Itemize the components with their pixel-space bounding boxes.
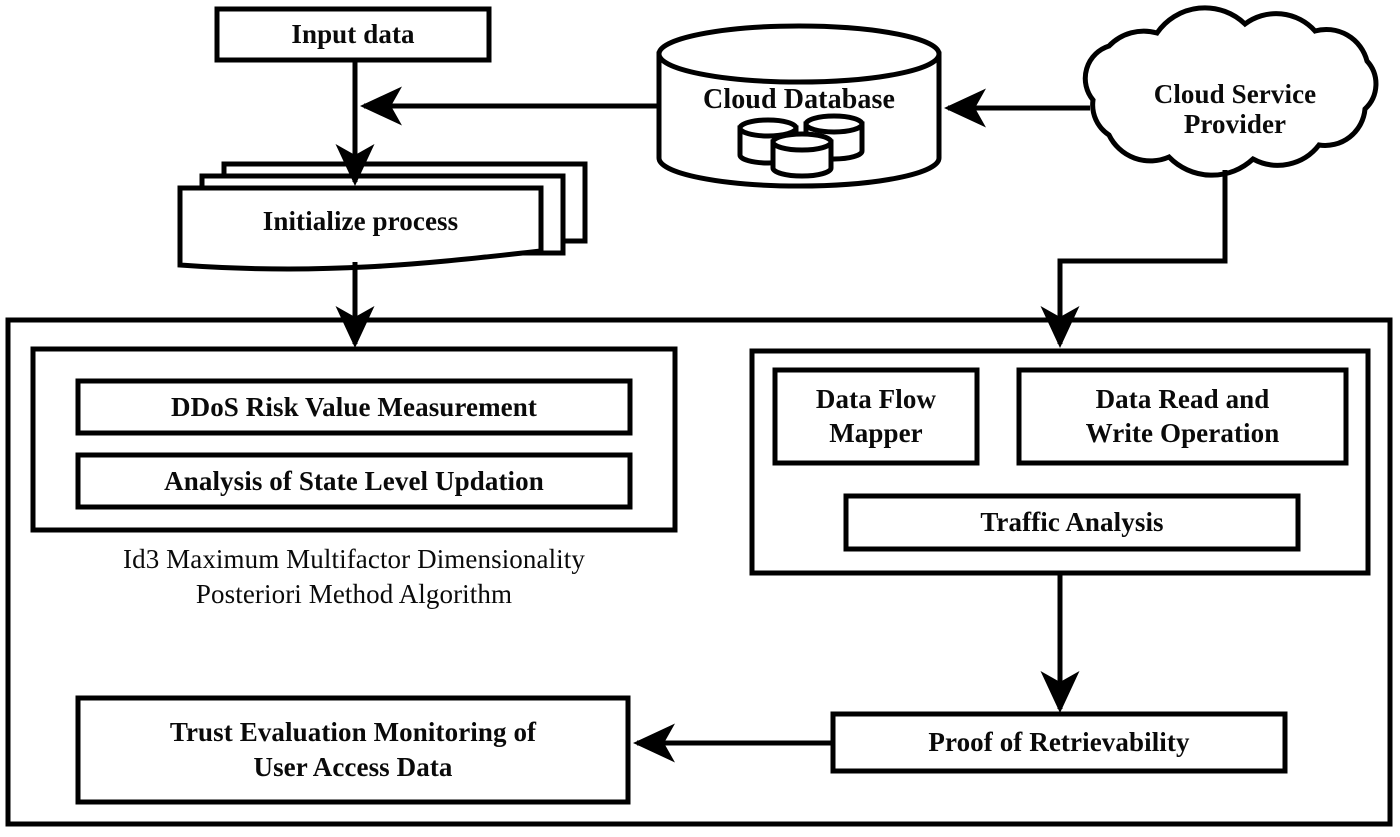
node-ddos-risk-shape[interactable]	[75, 378, 633, 436]
node-data-flow-mapper-shape[interactable]	[772, 367, 980, 466]
edge-csp-to-right-module	[1040, 170, 1228, 349]
node-traffic-analysis-shape[interactable]	[843, 493, 1301, 552]
node-data-read-write-shape[interactable]	[1016, 367, 1349, 466]
database-disk-icons	[737, 113, 865, 179]
node-initialize-process-shape[interactable]	[177, 161, 588, 272]
node-input-data-shape[interactable]	[214, 6, 492, 63]
node-state-level-shape[interactable]	[75, 452, 633, 510]
node-proof-retrievability-shape[interactable]	[830, 711, 1288, 774]
group-left-module	[30, 346, 678, 533]
node-trust-evaluation-shape[interactable]	[75, 695, 631, 805]
node-cloud-service-provider-shape[interactable]	[1082, 5, 1379, 178]
outer-system-container	[5, 317, 1393, 827]
node-cloud-database-shape[interactable]	[656, 23, 942, 189]
